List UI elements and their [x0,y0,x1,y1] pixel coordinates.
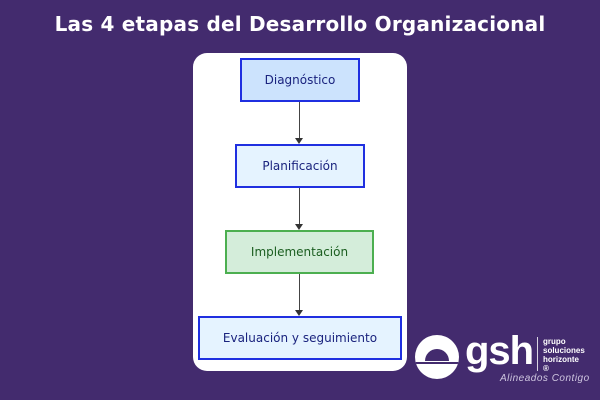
node-diagnostico: Diagnóstico [240,58,360,102]
node-evaluacion: Evaluación y seguimiento [198,316,402,360]
sunrise-logo-icon [415,335,459,379]
logo-subtitle-line: grupo [543,337,566,346]
edge-line [299,188,300,224]
logo-subtitle: grupo soluciones horizonte ® [543,337,585,373]
node-implementacion: Implementación [225,230,374,274]
node-planificacion: Planificación [235,144,365,188]
edge-line [299,274,300,310]
page-title: Las 4 etapas del Desarrollo Organizacion… [54,12,546,36]
arrow-down-icon [295,138,303,144]
edge-line [299,102,300,138]
logo-subtitle-line: soluciones [543,346,585,355]
logo-tagline: Alineados Contigo [500,373,590,384]
logo-divider [537,337,538,371]
logo-subtitle-line: horizonte ® [543,355,579,373]
arrow-down-icon [295,224,303,230]
logo-wordmark: gsh [465,329,534,373]
arrow-down-icon [295,310,303,316]
